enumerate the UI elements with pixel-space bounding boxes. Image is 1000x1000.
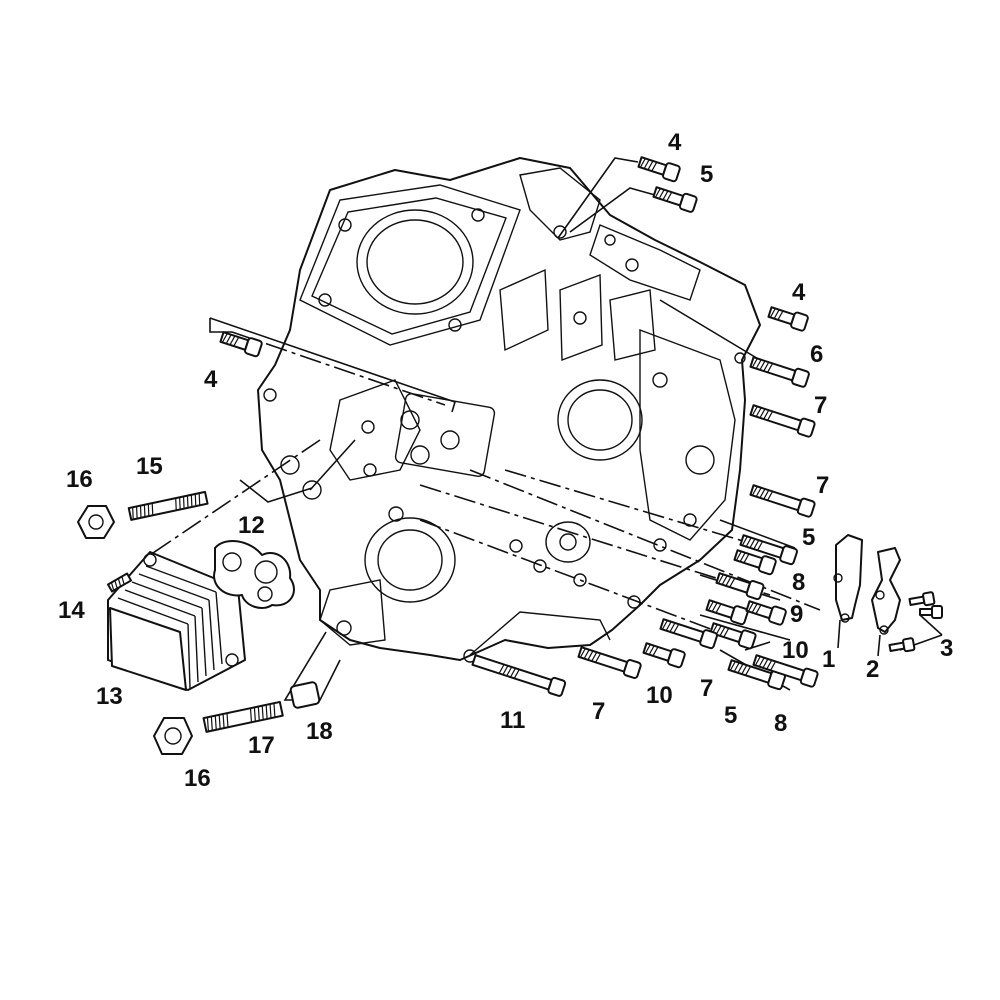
bolt-7-a bbox=[749, 404, 816, 438]
callout-7-b: 7 bbox=[816, 472, 829, 499]
callout-11: 11 bbox=[500, 707, 525, 734]
assembly-centerlines bbox=[149, 331, 821, 641]
bolt-6 bbox=[749, 356, 810, 388]
callout-9: 9 bbox=[790, 601, 803, 628]
callout-4-left: 4 bbox=[204, 366, 218, 393]
bolt-10-c bbox=[642, 642, 686, 669]
callout-16-top: 16 bbox=[66, 466, 93, 493]
callout-4-right: 4 bbox=[792, 279, 806, 306]
callout-12: 12 bbox=[238, 512, 265, 539]
oil-cooler-part-13 bbox=[107, 551, 246, 691]
callout-14: 14 bbox=[58, 597, 85, 624]
stud-part-17 bbox=[202, 700, 284, 733]
callout-18: 18 bbox=[306, 718, 333, 745]
cover-part-2 bbox=[871, 547, 901, 635]
callout-6: 6 bbox=[810, 341, 823, 368]
callout-8-b: 8 bbox=[774, 710, 787, 737]
callout-10-b: 10 bbox=[646, 682, 673, 709]
callout-2: 2 bbox=[866, 656, 879, 683]
bolt-8-b bbox=[752, 654, 819, 688]
callout-1: 1 bbox=[822, 646, 835, 673]
callout-17: 17 bbox=[248, 732, 275, 759]
callout-4-top: 4 bbox=[668, 129, 682, 156]
stud-part-15 bbox=[127, 490, 209, 521]
gasket-part-12 bbox=[213, 539, 295, 609]
callout-8-a: 8 bbox=[792, 569, 805, 596]
nut-part-16-bottom bbox=[153, 717, 193, 755]
bolt-4-left bbox=[219, 331, 263, 358]
callout-7-c: 7 bbox=[592, 698, 605, 725]
bolt-9-a bbox=[715, 572, 765, 601]
bolt-5-mid bbox=[739, 534, 798, 566]
gasket-part-1 bbox=[833, 534, 863, 623]
bolt-7-b bbox=[749, 484, 816, 518]
sleeve-part-18 bbox=[289, 681, 321, 709]
callout-5-mid: 5 bbox=[802, 524, 815, 551]
bolt-4-top bbox=[637, 156, 681, 183]
callout-7-a: 7 bbox=[814, 392, 827, 419]
callout-5-bottom: 5 bbox=[724, 702, 737, 729]
bolt-10-a bbox=[709, 622, 757, 650]
bolt-11 bbox=[471, 654, 567, 697]
bolt-9-b bbox=[705, 599, 749, 626]
bolt-10-b bbox=[745, 600, 787, 626]
callout-labels: 4 5 4 6 7 7 5 8 9 10 1 2 3 4 16 15 12 14… bbox=[58, 129, 953, 792]
bolt-4-right bbox=[767, 306, 809, 332]
bolt-7-d bbox=[577, 646, 642, 679]
nut-part-16-top bbox=[77, 505, 115, 539]
callout-7-d: 7 bbox=[700, 675, 713, 702]
callout-15: 15 bbox=[136, 453, 163, 480]
screw-part-3-a bbox=[908, 591, 936, 607]
screw-part-3-c bbox=[919, 605, 943, 619]
callout-16-bottom: 16 bbox=[184, 765, 211, 792]
bolt-8-a bbox=[733, 549, 777, 576]
screw-part-14 bbox=[107, 572, 133, 593]
crankcase bbox=[257, 157, 761, 663]
bolt-5-top bbox=[652, 186, 698, 213]
bolt-7-c bbox=[659, 618, 718, 650]
callout-10-a: 10 bbox=[782, 637, 809, 664]
screw-part-3-b bbox=[888, 637, 916, 653]
callout-13: 13 bbox=[96, 683, 123, 710]
callout-5-top: 5 bbox=[700, 161, 713, 188]
callout-3: 3 bbox=[940, 635, 953, 662]
